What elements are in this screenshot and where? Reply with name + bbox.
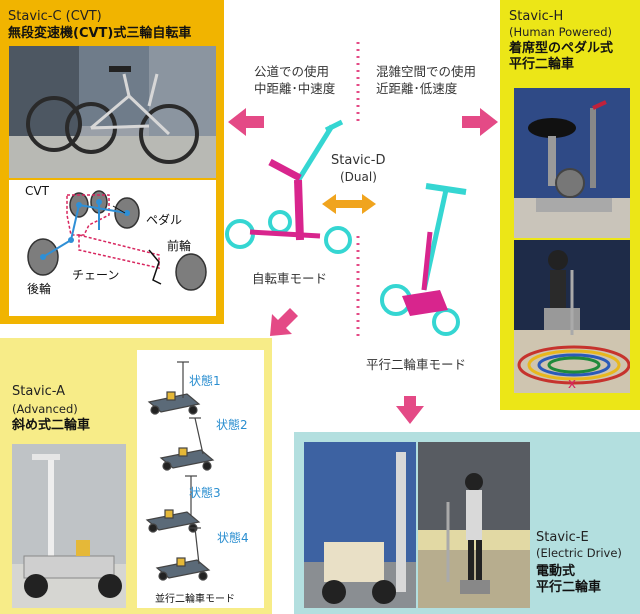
stavic-a-title: Stavic-A bbox=[12, 384, 66, 399]
bicycle-mode-label: 自転車モード bbox=[252, 271, 328, 286]
chain-label: チェーン bbox=[72, 268, 120, 282]
stavic-c-subtitle: 無段変速機(CVT)式三輪自転車 bbox=[8, 26, 192, 41]
stavic-c-drivetrain-diagram: CVT ペダル 前輪 チェーン 後輪 bbox=[9, 180, 216, 316]
stavic-c-panel: Stavic-C (CVT) 無段変速機(CVT)式三輪自転車 bbox=[0, 0, 224, 324]
stavic-e-description-2: 平行二輪車 bbox=[536, 580, 602, 595]
stavic-a-subtitle: (Advanced) bbox=[12, 402, 78, 416]
stavic-h-description-1: 着席型のペダル式 bbox=[509, 41, 614, 56]
arrow-to-stavic-e bbox=[396, 396, 424, 424]
stavic-a-panel: Stavic-A (Advanced) 斜め式二輪車 bbox=[0, 338, 272, 614]
states-caption: 並行二輪車モード bbox=[155, 594, 235, 605]
parallel-mode-label: 平行二輪車モード bbox=[366, 357, 467, 372]
stavic-e-photo-left bbox=[304, 442, 416, 608]
stavic-e-subtitle: (Electric Drive) bbox=[536, 546, 622, 560]
state-4-label: 状態4 bbox=[217, 531, 249, 545]
rear-wheel-label: 後輪 bbox=[27, 282, 52, 296]
stavic-d-title: Stavic-D bbox=[331, 153, 386, 168]
arrow-to-stavic-c bbox=[228, 108, 264, 136]
stavic-a-photo bbox=[12, 444, 126, 608]
state-1-label: 状態1 bbox=[189, 374, 221, 388]
bicycle-mode-vehicle bbox=[225, 119, 352, 254]
stavic-a-states-diagram: 状態1 状態2 状態3 状態4 並行二輪車モード bbox=[137, 350, 264, 608]
stavic-e-description-1: 電動式 bbox=[536, 564, 576, 579]
right-usage-line-2: 近距離･低速度 bbox=[376, 81, 458, 96]
stavic-h-photo-bottom: x bbox=[514, 240, 630, 393]
left-usage-line-1: 公道での使用 bbox=[254, 64, 330, 79]
stavic-h-title: Stavic-H bbox=[509, 9, 564, 24]
pedal-label: ペダル bbox=[146, 213, 183, 227]
stavic-e-panel: Stavic-E (Electric Drive) 電動式 平行二輪車 bbox=[294, 432, 640, 614]
arrow-to-stavic-h bbox=[462, 108, 498, 136]
cvt-label: CVT bbox=[25, 184, 49, 198]
front-wheel-label: 前輪 bbox=[167, 239, 192, 253]
stavic-h-description-2: 平行二輪車 bbox=[509, 57, 575, 72]
stavic-d-subtitle: (Dual) bbox=[340, 170, 377, 184]
stavic-h-photo-top bbox=[514, 88, 630, 238]
dual-mode-arrow bbox=[322, 194, 376, 214]
svg-text:x: x bbox=[568, 376, 576, 392]
parallel-mode-vehicle bbox=[380, 183, 467, 336]
stavic-e-photo-right bbox=[418, 442, 530, 608]
state-3-label: 状態3 bbox=[189, 486, 221, 500]
arrow-to-stavic-a bbox=[270, 308, 298, 336]
stavic-h-subtitle: (Human Powered) bbox=[509, 25, 612, 39]
stavic-e-title: Stavic-E bbox=[536, 530, 589, 545]
state-2-label: 状態2 bbox=[216, 418, 248, 432]
stavic-c-photo bbox=[9, 46, 216, 178]
stavic-h-panel: Stavic-H (Human Powered) 着席型のペダル式 平行二輪車 bbox=[500, 0, 640, 410]
right-usage-line-1: 混雑空間での使用 bbox=[376, 64, 477, 79]
stavic-a-description: 斜め式二輪車 bbox=[12, 418, 91, 433]
stavic-c-title: Stavic-C (CVT) bbox=[8, 9, 102, 24]
left-usage-line-2: 中距離･中速度 bbox=[254, 81, 336, 96]
